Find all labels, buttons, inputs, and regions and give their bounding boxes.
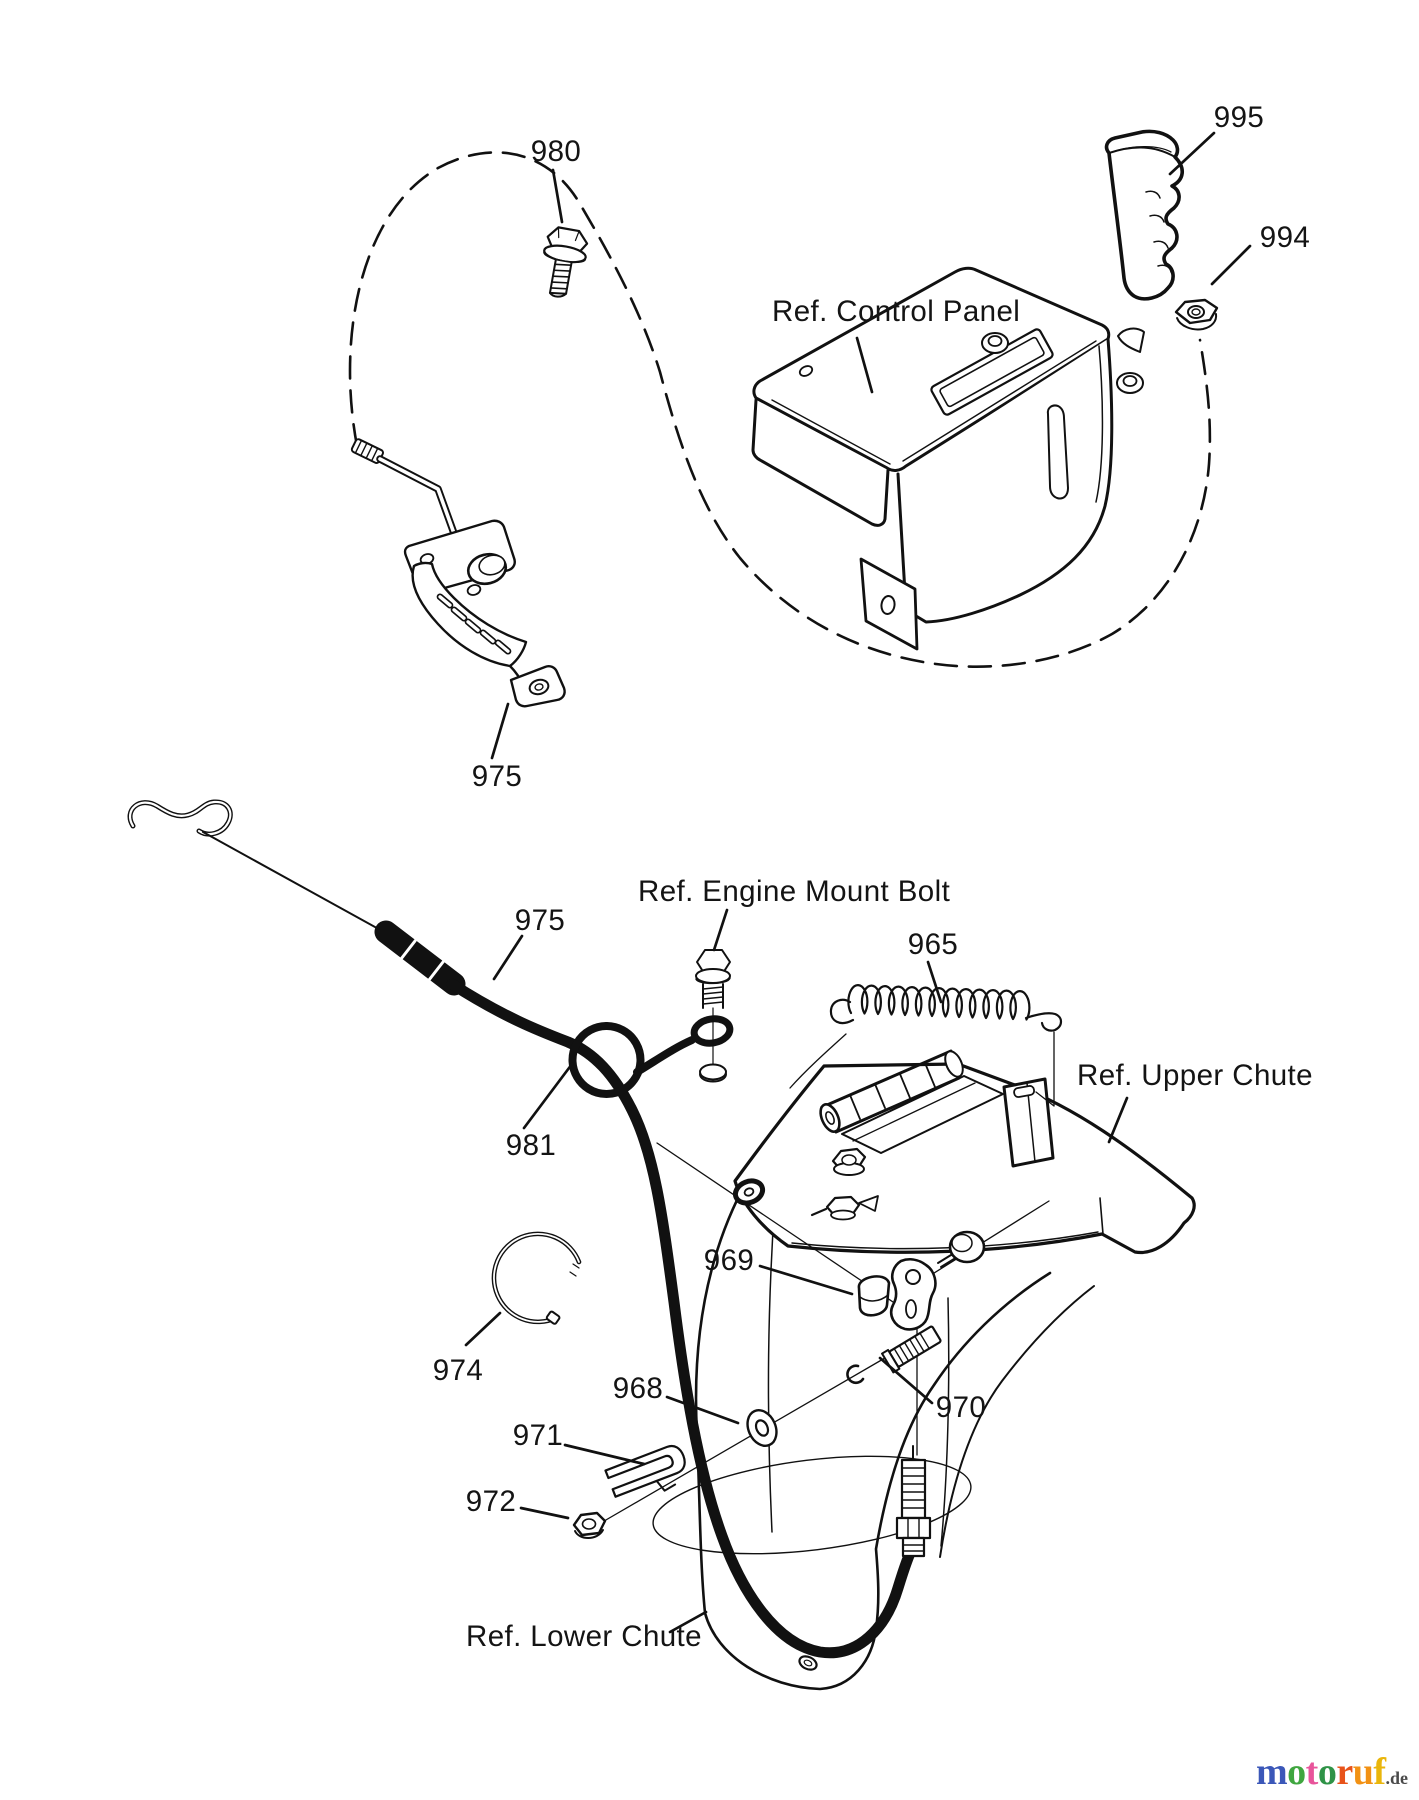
keyhole-bracket-icon <box>889 1258 937 1331</box>
clip-971-icon <box>604 1444 686 1498</box>
logo-letter: o <box>1287 1751 1306 1793</box>
cable-eyelet <box>732 1178 766 1206</box>
chute-cable-975 <box>127 799 932 1659</box>
part-label-975-lever: 975 <box>471 760 523 793</box>
logo-letter: f <box>1373 1751 1386 1793</box>
retaining-ring-974-icon <box>491 1231 582 1325</box>
conduit-fitting-icon <box>881 1325 942 1374</box>
logo-letter: t <box>1305 1751 1319 1793</box>
plug-969-icon <box>857 1275 891 1317</box>
nut-972-icon <box>572 1511 607 1539</box>
chute-bracket-tab <box>1002 1077 1055 1168</box>
c-clip-icon <box>846 1364 865 1384</box>
part-label-968: 968 <box>612 1372 664 1405</box>
ref-label-lower-chute: Ref. Lower Chute <box>466 1620 702 1653</box>
control-panel-bracket <box>751 266 1145 651</box>
part-label-970: 970 <box>935 1391 987 1424</box>
screw-980-icon <box>543 226 589 298</box>
washer-968-icon <box>746 1409 778 1447</box>
part-label-969: 969 <box>703 1244 755 1277</box>
ref-label-engine-mount-bolt: Ref. Engine Mount Bolt <box>638 875 951 908</box>
wing-bolt-icon <box>810 1195 879 1221</box>
part-label-965: 965 <box>907 928 959 961</box>
ref-label-control-panel: Ref. Control Panel <box>772 295 1021 328</box>
motoruf-wordmark: motoruf <box>1256 1751 1386 1793</box>
motoruf-domain-suffix: .de <box>1385 1768 1408 1788</box>
leader-lines <box>464 131 1252 1634</box>
cable-adjuster-end <box>895 1445 932 1558</box>
chute-crank-lever-975 <box>350 438 566 708</box>
nut-994-icon <box>1174 298 1219 331</box>
part-label-995: 995 <box>1213 101 1265 134</box>
engine-mount-bolt-icon <box>695 949 731 1083</box>
part-label-972: 972 <box>465 1485 517 1518</box>
cable-loop-981 <box>568 1015 734 1098</box>
part-label-981: 981 <box>505 1129 557 1162</box>
knob-stud-icon <box>937 1230 986 1268</box>
logo-letter: m <box>1256 1751 1288 1793</box>
part-label-971: 971 <box>512 1419 564 1452</box>
part-label-994: 994 <box>1259 221 1311 254</box>
handle-grip-995-icon <box>1104 129 1184 301</box>
part-label-974: 974 <box>432 1354 484 1387</box>
logo-letter: u <box>1352 1751 1374 1793</box>
cable-routing-dashed-curve <box>348 151 1212 668</box>
logo-letter: o <box>1317 1751 1337 1793</box>
logo-letter: r <box>1336 1751 1353 1793</box>
ref-label-upper-chute: Ref. Upper Chute <box>1077 1059 1313 1092</box>
part-label-980: 980 <box>530 135 582 168</box>
part-label-975-cable: 975 <box>514 904 566 937</box>
spring-965-icon <box>789 984 1063 1107</box>
motoruf-logo: motoruf.de <box>1256 1750 1408 1794</box>
flange-nut-icon <box>831 1147 867 1176</box>
hinge-tube <box>819 1049 964 1134</box>
